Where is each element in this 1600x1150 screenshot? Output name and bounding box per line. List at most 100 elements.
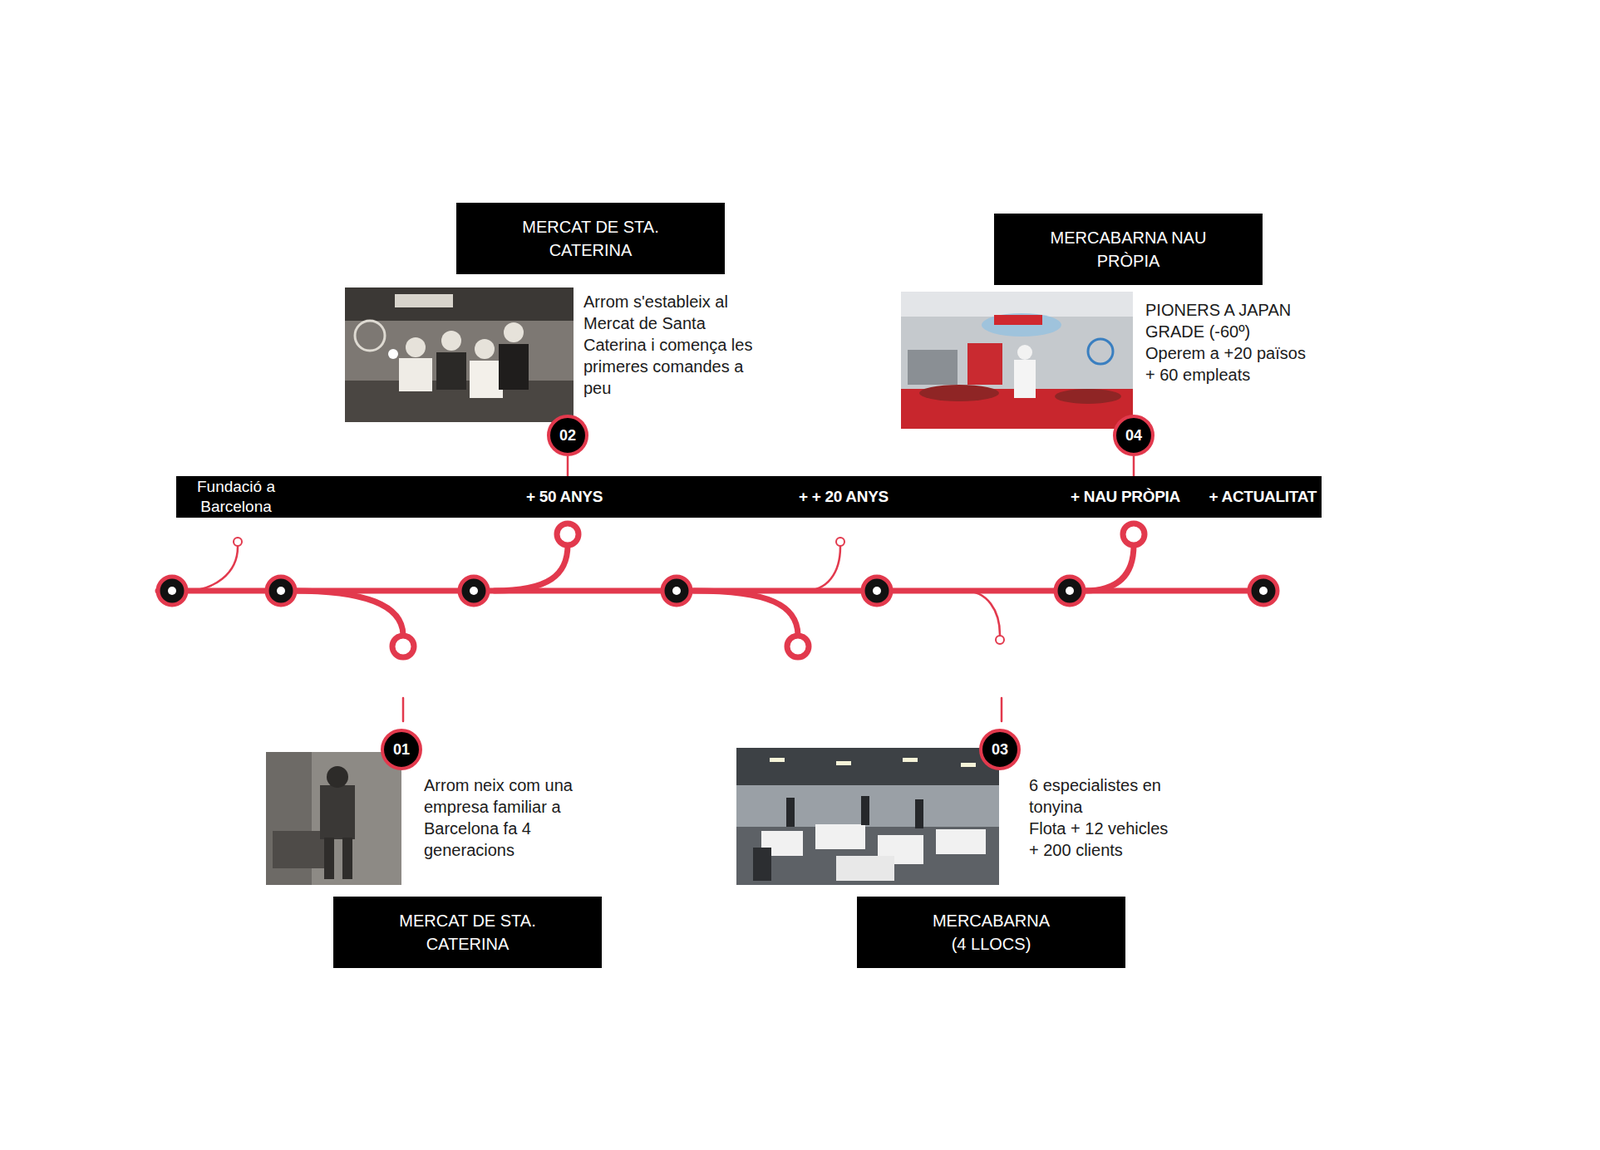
photo-fish-sign	[981, 313, 1062, 337]
photo-scale	[354, 320, 385, 351]
photo-floor	[736, 827, 1000, 886]
photo-person	[786, 797, 795, 828]
timeline-branch	[694, 590, 798, 636]
photo-light	[836, 761, 852, 766]
photo-box	[815, 824, 866, 850]
timeline-branch	[804, 546, 841, 591]
title-box: MERCAT DE STA. CATERINA	[456, 202, 725, 275]
photo-shade	[344, 287, 574, 321]
photo-door	[967, 343, 1003, 385]
photo-warehouse	[900, 291, 1133, 429]
timeline-branch	[1084, 545, 1134, 591]
timeline-dot-core	[1259, 586, 1268, 596]
timeline-dot	[1249, 576, 1278, 606]
photo-sign-plate	[994, 315, 1043, 325]
timeline-dot	[266, 576, 296, 606]
fact-text: + 200 clients	[1028, 839, 1200, 862]
fact-text: Arrom neix com una empresa familiar a Ba…	[423, 774, 595, 862]
fact-group: 6 especialistes en tonyinaFlota + 12 veh…	[1028, 774, 1200, 862]
branch-ring	[556, 523, 579, 546]
title-box: MERCAT DE STA. CATERINA	[333, 896, 602, 969]
era-band: Fundació a Barcelona+ 50 ANYS+ + 20 ANYS…	[176, 476, 1322, 518]
leader-line	[402, 698, 405, 722]
timeline-dot	[862, 576, 892, 606]
photo-person	[861, 796, 870, 826]
timeline-dot-core	[276, 586, 286, 596]
timeline-dot-core	[469, 586, 478, 596]
fact-text: 6 especialistes en tonyina	[1028, 774, 1200, 818]
timeline-branch	[292, 590, 404, 636]
band-caption: Fundació a Barcelona	[182, 477, 291, 517]
branch-end	[233, 537, 242, 547]
callout-badge: 04	[1112, 414, 1155, 457]
photo-old-stall	[344, 287, 574, 423]
branch-ring	[1122, 523, 1145, 546]
fact-group: Arrom s'estableix al Mercat de Santa Cat…	[583, 290, 763, 399]
callout-number: 04	[1125, 427, 1143, 444]
photo-head	[503, 322, 524, 343]
photo-head	[474, 339, 495, 360]
timeline-dot-core	[872, 586, 882, 596]
photo-figure	[498, 344, 529, 390]
timeline-dot-core	[1065, 586, 1074, 596]
fact-text: PIONERS A JAPAN GRADE (-60º)	[1145, 299, 1320, 343]
branch-ring	[392, 635, 414, 658]
photo-head	[405, 337, 426, 358]
photo-leg	[324, 837, 335, 880]
box-title: MERCAT DE STA. CATERINA	[503, 215, 679, 262]
photo-leg	[342, 837, 353, 880]
callout-badge: 01	[380, 728, 423, 771]
callout-number: 02	[559, 427, 576, 444]
fact-text: + 60 empleats	[1145, 364, 1320, 386]
photo-figure	[398, 358, 433, 392]
photo-tuna	[919, 384, 1000, 402]
photo-ground	[900, 291, 1133, 429]
box-title: MERCABARNA NAU PRÒPIA	[1041, 226, 1216, 273]
title-box: MERCABARNA (4 LLOCS)	[856, 896, 1126, 969]
photo-worker-head	[1017, 344, 1033, 360]
photo-figure	[469, 360, 503, 399]
photo-person	[915, 799, 924, 829]
period-label: + ACTUALITAT	[1208, 487, 1317, 508]
box-title: MERCAT DE STA. CATERINA	[380, 909, 556, 956]
callout-badge: 03	[979, 728, 1021, 771]
photo-light	[902, 758, 918, 763]
fact-text: Arrom s'estableix al Mercat de Santa Cat…	[583, 290, 763, 399]
photo-ceiling	[736, 748, 1000, 786]
photo-box	[935, 829, 986, 855]
timeline-branch	[964, 590, 1000, 636]
photo-old-worker	[265, 752, 402, 886]
timeline-dot-core	[167, 586, 177, 596]
timeline-dot	[459, 576, 488, 606]
callout-badge: 02	[546, 414, 589, 457]
callout-number: 01	[393, 741, 410, 759]
connector-line	[1132, 456, 1136, 477]
photo-ground	[344, 287, 574, 423]
fact-group: PIONERS A JAPAN GRADE (-60º)Operem a +20…	[1145, 299, 1320, 386]
period-label: + + 20 ANYS	[798, 487, 889, 508]
photo-crate	[272, 831, 325, 869]
photo-light	[960, 763, 976, 768]
photo-lamp	[388, 349, 399, 360]
timeline-dot	[662, 576, 691, 606]
photo-box	[836, 856, 895, 882]
photo-hose	[1088, 339, 1113, 365]
branch-end	[836, 537, 845, 547]
photo-person	[753, 847, 772, 882]
timeline-dot	[1055, 576, 1084, 606]
photo-figure	[436, 352, 467, 390]
photo-tuna	[1054, 388, 1122, 404]
fact-text: Operem a +20 països	[1145, 342, 1320, 365]
photo-machine	[907, 349, 958, 385]
timeline-dot-core	[672, 586, 681, 596]
period-label: + NAU PRÒPIA	[1070, 487, 1181, 508]
callout-number: 03	[991, 741, 1009, 759]
photo-sign	[394, 294, 453, 308]
photo-market-hall	[736, 748, 1000, 886]
timeline-branch	[494, 545, 568, 591]
photo-ground	[736, 748, 1000, 886]
photo-head	[441, 330, 462, 351]
